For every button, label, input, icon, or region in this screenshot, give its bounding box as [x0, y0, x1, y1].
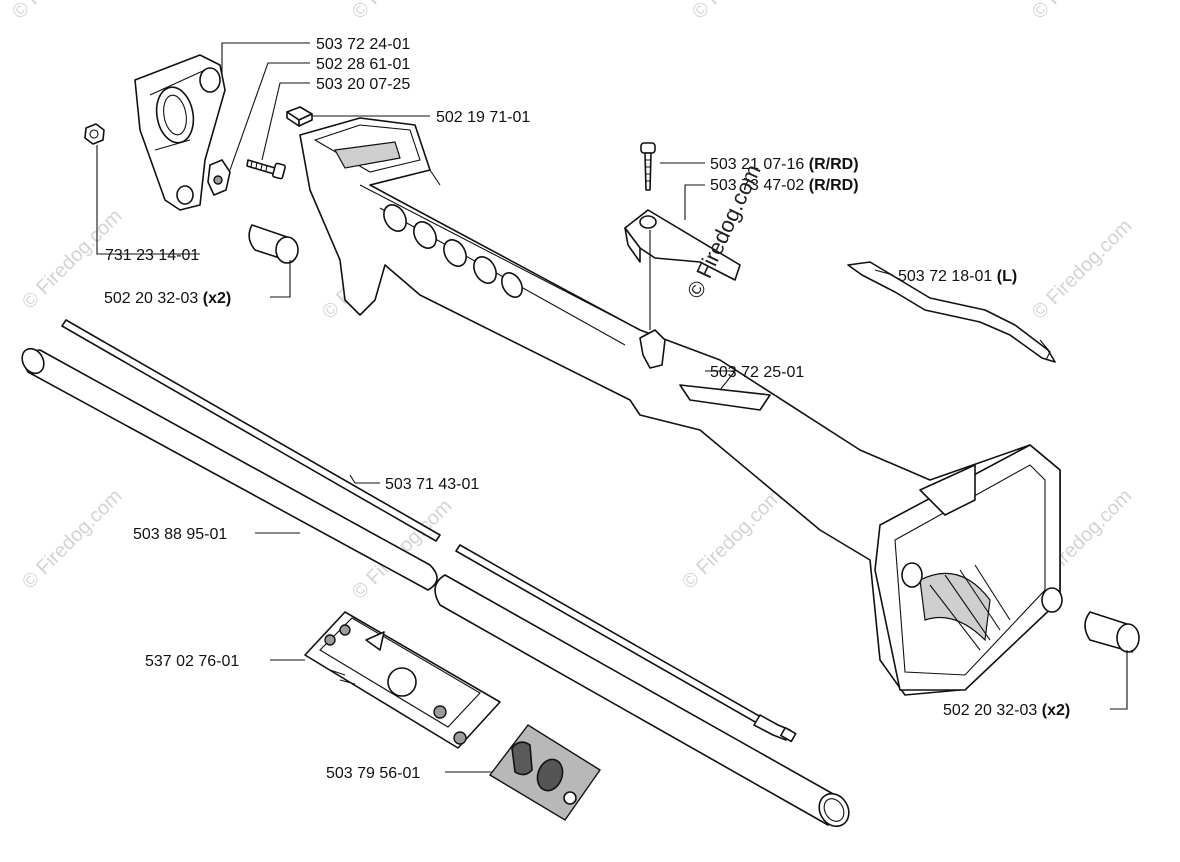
- grip-cap-left: [248, 224, 299, 264]
- part-label: 503 21 07-16 (R/RD): [710, 156, 859, 173]
- watermark-text: © Firedog.com: [678, 485, 787, 594]
- part-label: 503 73 47-02 (R/RD): [710, 177, 859, 194]
- part-label: 502 19 71-01: [436, 109, 530, 126]
- grip-cap-right: [1084, 611, 1140, 653]
- part-label: 503 88 95-01: [133, 526, 227, 543]
- watermark-text: © Firedog.com: [8, 0, 117, 24]
- part-label: 502 28 61-01: [316, 56, 410, 73]
- part-label: 503 72 18-01 (L): [898, 268, 1017, 285]
- watermark-text: © Firedog.com: [18, 485, 127, 594]
- callout-labels: 503 72 24-01 502 28 61-01 503 20 07-25 5…: [104, 36, 1070, 782]
- watermark-text: © Firedog.com: [688, 0, 797, 24]
- part-label: 502 20 32-03 (x2): [943, 702, 1070, 719]
- handle-bracket: [134, 54, 226, 211]
- shaft-tube: [21, 347, 850, 828]
- part-label: 537 02 76-01: [145, 653, 239, 670]
- throttle-bracket: [624, 209, 741, 369]
- part-label: 503 71 43-01: [385, 476, 479, 493]
- watermark-text: © Firedog.com: [1028, 0, 1137, 24]
- part-label: 731 23 14-01: [105, 247, 199, 264]
- hex-nut: [84, 123, 105, 145]
- screw: [246, 159, 286, 180]
- watermark-text: © Firedog.com: [1028, 215, 1137, 324]
- leader-lines: [96, 42, 1128, 773]
- warning-decal: [304, 611, 501, 749]
- part-label: 503 79 56-01: [326, 765, 420, 782]
- label-decal: [488, 724, 601, 821]
- part-label: 502 20 32-03 (x2): [104, 290, 231, 307]
- lever-arm: [847, 261, 1056, 363]
- drive-shaft: [61, 319, 797, 743]
- bolt: [640, 142, 656, 191]
- clip-part: [207, 159, 231, 196]
- watermark-text: © Firedog.com: [348, 0, 457, 24]
- square-nut: [286, 106, 313, 127]
- part-label: 503 72 24-01: [316, 36, 410, 53]
- part-label: 503 20 07-25: [316, 76, 410, 93]
- main-housing: [299, 117, 1063, 696]
- part-label: 503 72 25-01: [710, 364, 804, 381]
